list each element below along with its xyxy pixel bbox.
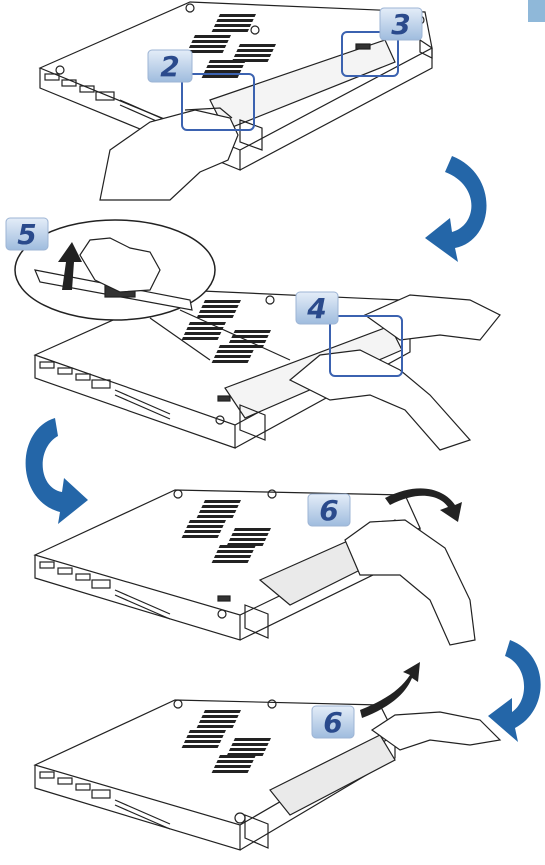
- step-badge-6a: 6: [308, 494, 350, 527]
- step-badge-6b: 6: [312, 706, 354, 739]
- curved-arrow-icon: [425, 156, 487, 262]
- svg-text:6: 6: [323, 706, 342, 739]
- step-badge-5: 5: [6, 218, 48, 251]
- step-badge-2: 2: [148, 50, 192, 83]
- laptop-panel-1: [40, 2, 432, 170]
- svg-text:3: 3: [391, 8, 410, 41]
- svg-text:4: 4: [306, 292, 326, 325]
- svg-text:2: 2: [160, 50, 179, 83]
- step-badge-3: 3: [380, 8, 422, 41]
- svg-text:6: 6: [319, 494, 338, 527]
- svg-text:5: 5: [17, 218, 36, 251]
- step-badge-4: 4: [296, 292, 338, 325]
